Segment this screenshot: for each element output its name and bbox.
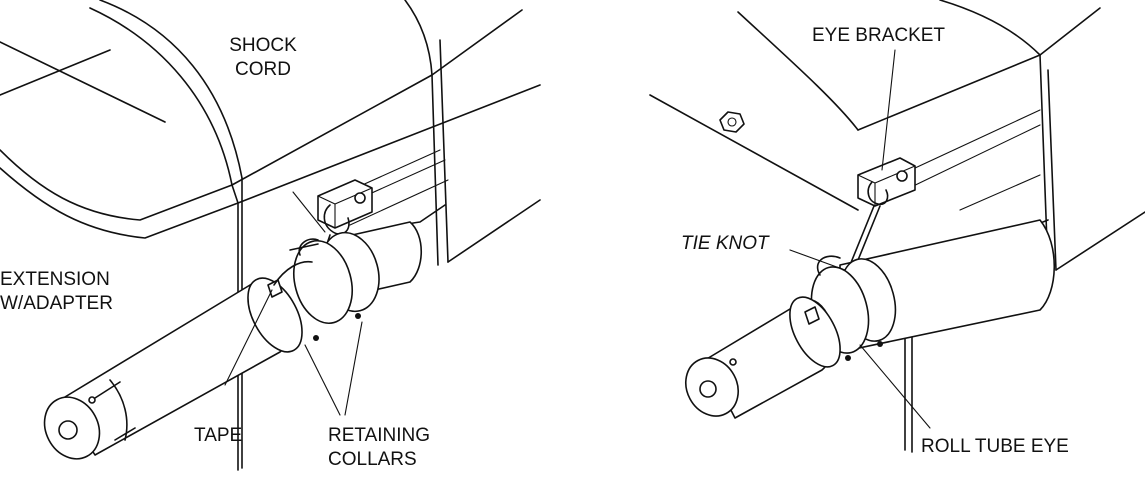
right-extension-tube — [685, 296, 841, 419]
tie-knot-label: TIE KNOT — [681, 233, 769, 254]
left-extension-tube — [43, 260, 313, 460]
extension-adapter-label-line2: W/ADAPTER — [0, 293, 113, 314]
left-leaders — [224, 191, 363, 416]
shock-cord-label-line1: SHOCK — [229, 35, 297, 56]
left-body-housing — [0, 0, 541, 471]
eye-bracket-label: EYE BRACKET — [812, 25, 946, 46]
shock-cord-label: SHOCK CORD — [218, 34, 308, 82]
shock-cord-label-line2: CORD — [235, 59, 291, 80]
left-roll-tube — [289, 221, 422, 341]
right-body-housing — [649, 0, 1145, 453]
right-roll-tube — [810, 219, 1055, 361]
right-hex-nut — [719, 111, 745, 133]
tape-label: TAPE — [194, 425, 243, 446]
right-leaders — [789, 49, 931, 429]
retaining-collars-label-line1: RETAINING — [328, 425, 431, 446]
right-shock-cord — [849, 205, 881, 266]
right-eye-bracket — [857, 157, 916, 207]
retaining-collars-label-line2: COLLARS — [328, 449, 417, 470]
left-eye-bracket — [317, 179, 373, 229]
retaining-collars-label: RETAINING COLLARS — [328, 424, 430, 472]
left-figure — [0, 0, 541, 471]
right-figure — [649, 0, 1145, 453]
extension-adapter-label: EXTENSION W/ADAPTER — [0, 268, 113, 316]
roll-tube-eye-label: ROLL TUBE EYE — [921, 436, 1069, 457]
extension-adapter-label-line1: EXTENSION — [0, 269, 110, 290]
